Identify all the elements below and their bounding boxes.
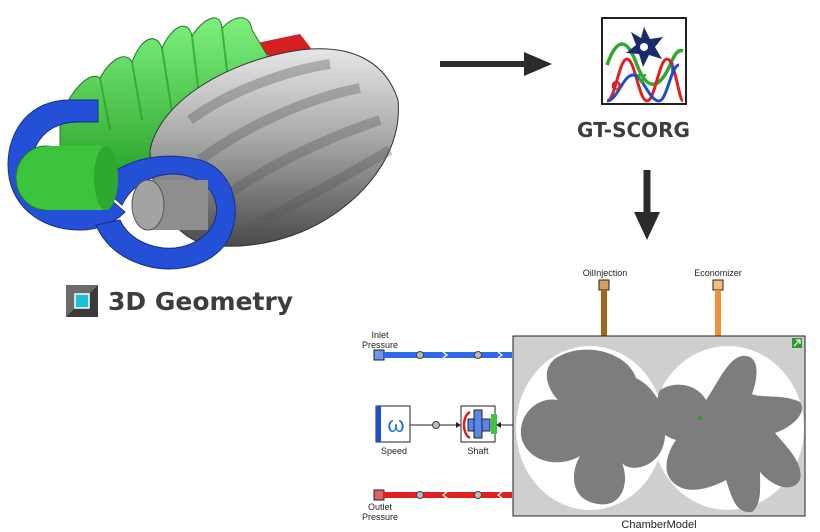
economizer-port[interactable]	[712, 279, 724, 291]
logo-letter-v: v	[637, 68, 647, 87]
speed-block[interactable]	[375, 405, 411, 443]
male-rotor-section	[520, 349, 666, 505]
geometry-legend: 3D Geometry	[66, 285, 293, 317]
outlet-port[interactable]	[373, 489, 385, 501]
outlet-label-top: Outlet	[368, 502, 393, 512]
speed-symbol: ω	[387, 412, 404, 437]
outlet-label-bottom: Pressure	[362, 512, 398, 522]
outlet-pipe	[384, 492, 512, 498]
chamber-model-diagram: OilInjection Economizer Inlet Pressure O…	[362, 268, 806, 531]
gt-scorg-logo: o v i	[601, 17, 687, 105]
economizer-label: Economizer	[694, 268, 742, 278]
gt-scorg-label: GT-SCORG	[577, 118, 690, 142]
oil-injection-pipe	[601, 290, 607, 336]
geometry-square-icon	[66, 285, 98, 317]
chamber-model-title: ChamberModel	[621, 519, 696, 531]
inlet-port[interactable]	[373, 349, 385, 361]
economizer-pipe	[715, 290, 721, 336]
shaft-label: Shaft	[467, 446, 489, 456]
compressor-3d-render	[7, 17, 399, 270]
inlet-label-bottom: Pressure	[362, 340, 398, 350]
arrow-down	[634, 170, 660, 240]
logo-letter-o: o	[611, 75, 621, 94]
female-rotor-section	[654, 355, 802, 513]
oil-injection-port[interactable]	[598, 279, 610, 291]
inlet-label-top: Inlet	[371, 330, 389, 340]
arrow-right	[440, 52, 552, 76]
speed-label: Speed	[381, 446, 407, 456]
logo-letter-i: i	[670, 60, 675, 79]
oil-injection-label: OilInjection	[583, 268, 628, 278]
geometry-label: 3D Geometry	[108, 286, 294, 316]
